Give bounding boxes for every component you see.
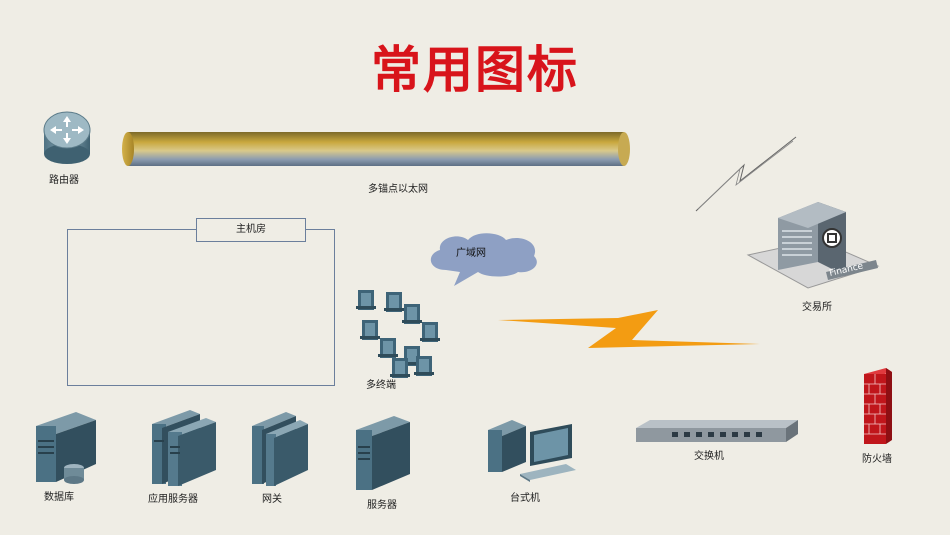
exchange-label: 交易所 bbox=[802, 302, 832, 313]
host-room-box bbox=[67, 229, 335, 386]
firewall-icon bbox=[864, 368, 892, 444]
gateway-label: 网关 bbox=[262, 494, 282, 505]
terminals-label: 多终端 bbox=[366, 380, 396, 391]
terminals-icon bbox=[356, 290, 440, 378]
cloud-icon bbox=[430, 233, 537, 286]
switch-icon bbox=[636, 420, 798, 442]
ethernet-label: 多锚点以太网 bbox=[368, 184, 428, 195]
host-room-label: 主机房 bbox=[196, 218, 306, 242]
wan-label: 广域网 bbox=[456, 248, 486, 259]
firewall-label: 防火墙 bbox=[862, 454, 892, 465]
router-label: 路由器 bbox=[49, 175, 79, 186]
database-label: 数据库 bbox=[44, 492, 74, 503]
server-label: 服务器 bbox=[367, 500, 397, 511]
switch-label: 交换机 bbox=[694, 451, 724, 462]
app-server-label: 应用服务器 bbox=[148, 494, 198, 505]
server-icon bbox=[356, 416, 410, 490]
app-server-icon bbox=[152, 410, 216, 486]
page-title: 常用图标 bbox=[371, 41, 579, 99]
gateway-icon bbox=[252, 412, 308, 486]
desktop-icon bbox=[488, 420, 576, 482]
router-icon bbox=[43, 111, 91, 164]
ethernet-bus-icon bbox=[122, 132, 630, 166]
database-icon bbox=[36, 412, 96, 484]
desktop-label: 台式机 bbox=[510, 493, 540, 504]
building-icon: Finance bbox=[746, 202, 880, 289]
lightning-icon bbox=[498, 310, 760, 348]
lightning-outline-icon bbox=[695, 136, 797, 212]
